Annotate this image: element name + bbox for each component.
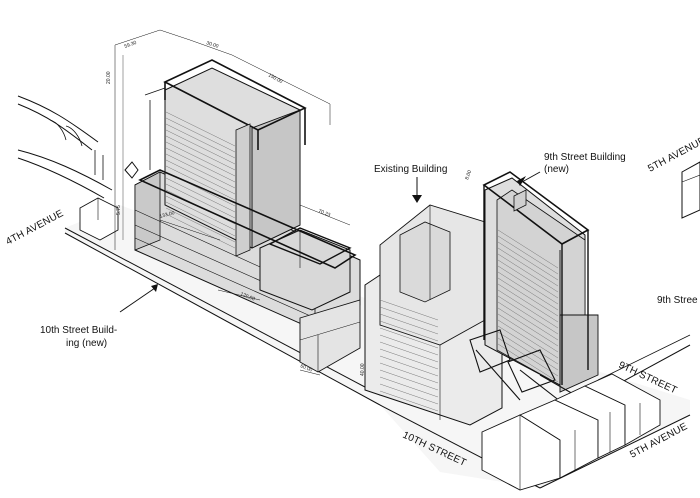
floor-line bbox=[165, 141, 236, 177]
floor-line bbox=[379, 313, 439, 335]
ninth-street-building-label: 9th Street Building bbox=[544, 152, 626, 163]
floor-line bbox=[379, 306, 439, 328]
floor-line bbox=[165, 129, 236, 165]
floor-line bbox=[379, 376, 439, 398]
ninth-street-building bbox=[469, 171, 599, 406]
floor-line bbox=[379, 299, 439, 321]
floor-line bbox=[497, 343, 559, 383]
floor-line bbox=[165, 123, 236, 159]
floor-line bbox=[497, 313, 559, 353]
dim-120-00: 120.00 bbox=[239, 291, 256, 302]
floor-line bbox=[165, 201, 236, 237]
floor-line bbox=[165, 207, 236, 243]
dimension-lines-10th: 59.30 30.00 150.00 20.00 70.23 120.00 13… bbox=[106, 29, 473, 376]
floor-line bbox=[379, 320, 439, 342]
dim-133-00: 133.00 bbox=[159, 210, 176, 220]
floor-line bbox=[379, 369, 439, 391]
tenth-street-building-label: 10th Street Build- bbox=[40, 325, 117, 336]
floor-line bbox=[165, 213, 236, 249]
floor-line bbox=[497, 325, 559, 365]
floor-line bbox=[165, 117, 236, 153]
floor-line bbox=[497, 289, 559, 329]
floor-line bbox=[379, 390, 439, 412]
floor-line bbox=[497, 337, 559, 377]
floor-line bbox=[165, 147, 236, 183]
floor-line bbox=[497, 307, 559, 347]
floor-line bbox=[165, 135, 236, 171]
ninth-street-label-cut: 9th Stree bbox=[657, 295, 698, 306]
floor-line bbox=[379, 341, 439, 363]
floor-line bbox=[497, 295, 559, 335]
row-houses bbox=[481, 373, 661, 491]
floor-line bbox=[379, 362, 439, 384]
corner-structure bbox=[79, 197, 119, 241]
existing-building-label: Existing Building bbox=[374, 164, 447, 175]
ninth-street-building-label-2: (new) bbox=[544, 164, 569, 175]
floor-line bbox=[497, 301, 559, 341]
fifth-avenue-building-edge bbox=[681, 161, 700, 219]
floor-line bbox=[497, 247, 559, 287]
floor-line bbox=[379, 327, 439, 349]
floor-line bbox=[497, 259, 559, 299]
dim-70-23: 70.23 bbox=[317, 208, 331, 218]
floor-line bbox=[497, 271, 559, 311]
floor-line bbox=[379, 355, 439, 377]
floor-line bbox=[497, 319, 559, 359]
floor-line bbox=[497, 277, 559, 317]
rail-viaduct bbox=[17, 95, 113, 199]
floor-line bbox=[497, 253, 559, 293]
floor-line bbox=[165, 159, 236, 195]
floor-line bbox=[165, 153, 236, 189]
dim-20-00: 20.00 bbox=[106, 71, 112, 84]
dim-60-00: 60.00 bbox=[299, 363, 313, 373]
floor-line bbox=[165, 177, 236, 213]
floor-line bbox=[497, 241, 559, 281]
existing-building bbox=[364, 204, 503, 426]
floor-line bbox=[497, 283, 559, 323]
floor-line bbox=[165, 111, 236, 147]
dim-5-75: 5.75 bbox=[116, 205, 122, 215]
floor-line bbox=[497, 265, 559, 305]
floor-line bbox=[379, 348, 439, 370]
dim-59-30: 59.30 bbox=[124, 40, 138, 50]
floor-line bbox=[379, 334, 439, 356]
floor-line bbox=[165, 195, 236, 231]
floor-line bbox=[497, 331, 559, 371]
dim-40-00: 40.00 bbox=[360, 363, 366, 376]
leader-arrows bbox=[119, 171, 541, 313]
floor-line bbox=[497, 229, 559, 269]
floor-line bbox=[379, 383, 439, 405]
dim-30-00: 30.00 bbox=[205, 40, 219, 50]
floor-line bbox=[165, 183, 236, 219]
floor-line bbox=[497, 235, 559, 275]
tenth-street-building bbox=[134, 59, 361, 373]
floor-line bbox=[165, 165, 236, 201]
dim-150-00: 150.00 bbox=[267, 72, 284, 85]
tenth-street-building-label-2: ing (new) bbox=[66, 338, 107, 349]
dim-8-00: 8.00 bbox=[464, 169, 473, 180]
fourth-avenue-label: 4TH AVENUE bbox=[4, 208, 65, 248]
